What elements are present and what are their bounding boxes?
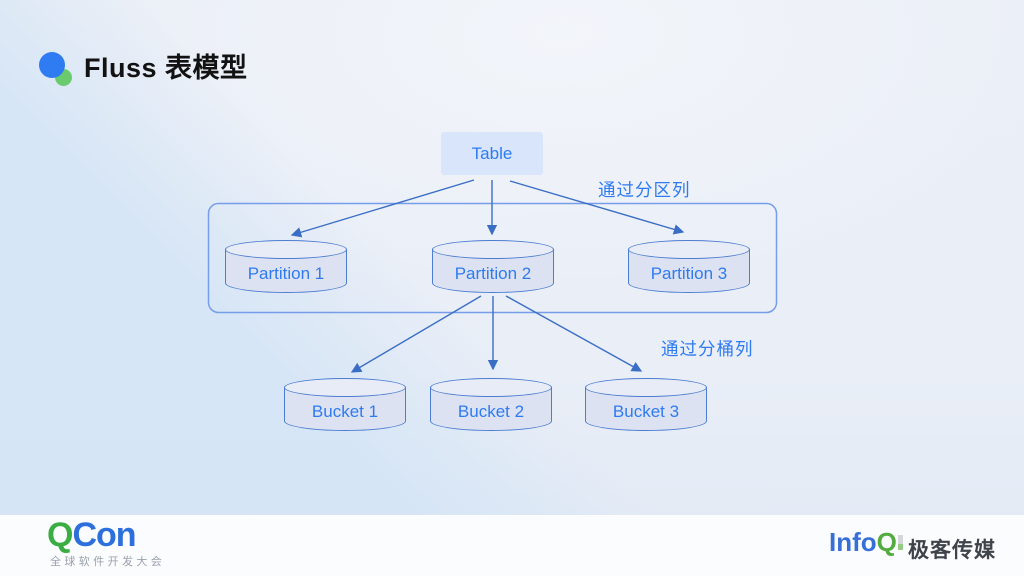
partition-region-label: 通过分区列 bbox=[598, 180, 691, 200]
arrow-partition2-to-bucket-3 bbox=[505, 295, 643, 372]
cylinder-top bbox=[585, 378, 707, 397]
bucket-3-cylinder: Bucket 3 bbox=[585, 378, 707, 431]
arrow-table-to-partition-1 bbox=[290, 179, 475, 238]
partition-2-label: Partition 2 bbox=[454, 264, 532, 283]
bucket-2-label: Bucket 2 bbox=[457, 402, 525, 421]
qcon-logo-con: Con bbox=[72, 516, 136, 554]
table-node-label: Table bbox=[471, 143, 513, 163]
infoq-logo: InfoQ bbox=[829, 529, 897, 555]
cylinder-top bbox=[284, 378, 406, 397]
partition-2-cylinder: Partition 2 bbox=[432, 240, 554, 293]
bucket-2-cylinder: Bucket 2 bbox=[430, 378, 552, 431]
qcon-tagline: 全球软件开发大会 bbox=[50, 556, 166, 568]
page-title: Fluss 表模型 bbox=[84, 53, 248, 83]
partition-3-label: Partition 3 bbox=[650, 264, 728, 283]
qcon-logo-q: Q bbox=[47, 516, 73, 554]
bucket-1-cylinder: Bucket 1 bbox=[284, 378, 406, 431]
slide-logo-blue-dot-icon bbox=[39, 52, 65, 78]
bucket-3-label: Bucket 3 bbox=[612, 402, 680, 421]
arrow-partition2-to-bucket-1 bbox=[350, 295, 482, 373]
infoq-brand-text: 极客传媒 bbox=[908, 539, 996, 562]
partition-3-cylinder: Partition 3 bbox=[628, 240, 750, 293]
qcon-logo: QCon bbox=[47, 516, 137, 554]
cylinder-top bbox=[430, 378, 552, 397]
cylinder-top bbox=[432, 240, 554, 259]
bucket-region-label: 通过分桶列 bbox=[661, 339, 754, 359]
partition-1-label: Partition 1 bbox=[247, 264, 325, 283]
cylinder-top bbox=[225, 240, 347, 259]
footer-band: QCon 全球软件开发大会 InfoQ 极客传媒 bbox=[0, 515, 1024, 576]
infoq-logo-info: Info bbox=[829, 527, 877, 557]
table-node: Table bbox=[441, 132, 543, 175]
infoq-logo-q: Q bbox=[876, 527, 897, 557]
arrow-table-to-partition-3 bbox=[509, 180, 685, 235]
partition-1-cylinder: Partition 1 bbox=[225, 240, 347, 293]
infoq-seal-mark bbox=[898, 535, 903, 550]
bucket-1-label: Bucket 1 bbox=[311, 402, 379, 421]
cylinder-top bbox=[628, 240, 750, 259]
